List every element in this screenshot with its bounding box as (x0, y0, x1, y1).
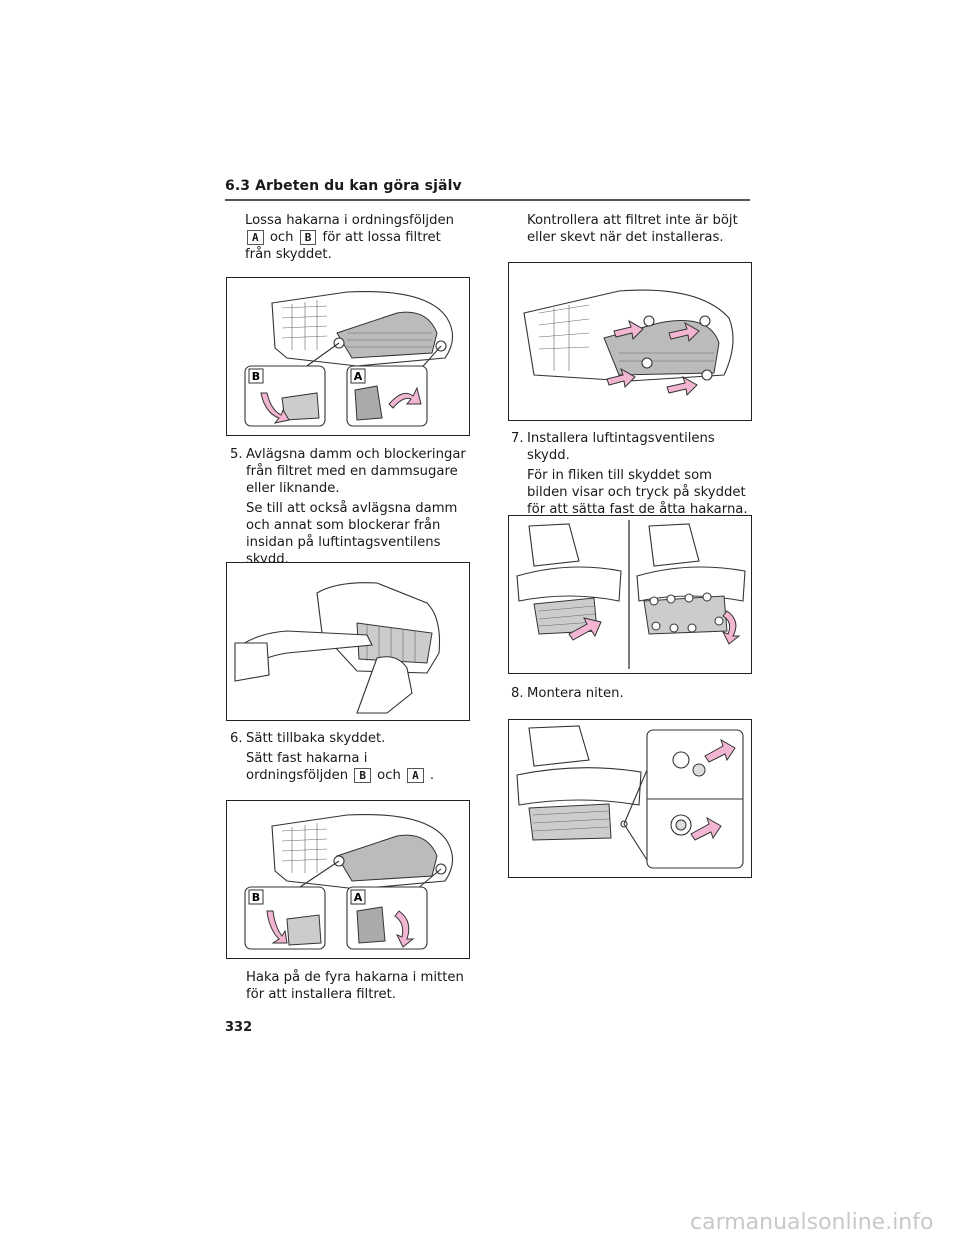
step7-number: 7. (511, 431, 524, 446)
inset-label-b: B (252, 891, 260, 904)
inset-label-a: A (354, 891, 363, 904)
step6-text-c: . (429, 768, 435, 783)
key-b-badge: B (299, 230, 317, 245)
figure-vacuum-filter (226, 562, 470, 721)
step4-instruction: Lossa hakarna i ordningsföljden A och B … (245, 212, 470, 263)
section-title: 6.3 Arbeten du kan göra själv (225, 178, 462, 194)
inset-label-a: A (354, 370, 363, 383)
figure-filter-installed (508, 262, 752, 421)
figure-install-rivet (508, 719, 752, 878)
watermark: carmanualsonline.info (690, 1210, 934, 1235)
step6-instruction: Sätt fast hakarna i ordningsföljden B oc… (246, 750, 470, 784)
step5-note: Se till att också avlägsna damm och anna… (246, 501, 458, 567)
step6: 6. Sätt tillbaka skyddet. Sätt fast haka… (230, 730, 470, 784)
step8-number: 8. (511, 686, 524, 701)
check-filter-note: Kontrollera att filtret inte är böjt ell… (527, 213, 738, 245)
step5: 5. Avlägsna damm och blockeringar från f… (230, 446, 470, 568)
step5-title: Avlägsna damm och blockeringar från filt… (246, 447, 466, 496)
step4-text-a: Lossa hakarna i ordningsföljden (245, 213, 454, 228)
key-b-badge: B (354, 768, 371, 783)
figure-attach-hooks: B A (226, 800, 470, 959)
step6-number: 6. (230, 731, 243, 746)
step4-text-c: för att lossa filtret från skyddet. (245, 230, 441, 262)
step7-note: För in fliken till skyddet som bilden vi… (527, 468, 748, 517)
key-a-badge: A (407, 768, 424, 783)
page-number: 332 (225, 1020, 253, 1035)
step6-note: Haka på de fyra hakarna i mitten för att… (246, 970, 464, 1002)
key-a-badge: A (247, 230, 264, 245)
step6-title: Sätt tillbaka skyddet. (246, 731, 386, 746)
step7-title: Installera luftintagsventilens skydd. (527, 431, 715, 463)
inset-label-b: B (252, 370, 260, 383)
step7: 7. Installera luftintagsventilens skydd.… (511, 430, 751, 518)
step5-number: 5. (230, 447, 243, 462)
header-divider (225, 199, 750, 201)
step8: 8. Montera niten. (511, 685, 751, 702)
figure-install-cover (508, 515, 752, 674)
step8-title: Montera niten. (527, 686, 624, 701)
figure-release-hooks: B A (226, 277, 470, 436)
step4-text-b: och (269, 230, 294, 245)
step6-text-a: Sätt fast hakarna i ordningsföljden (246, 751, 368, 783)
step6-text-b: och (377, 768, 401, 783)
